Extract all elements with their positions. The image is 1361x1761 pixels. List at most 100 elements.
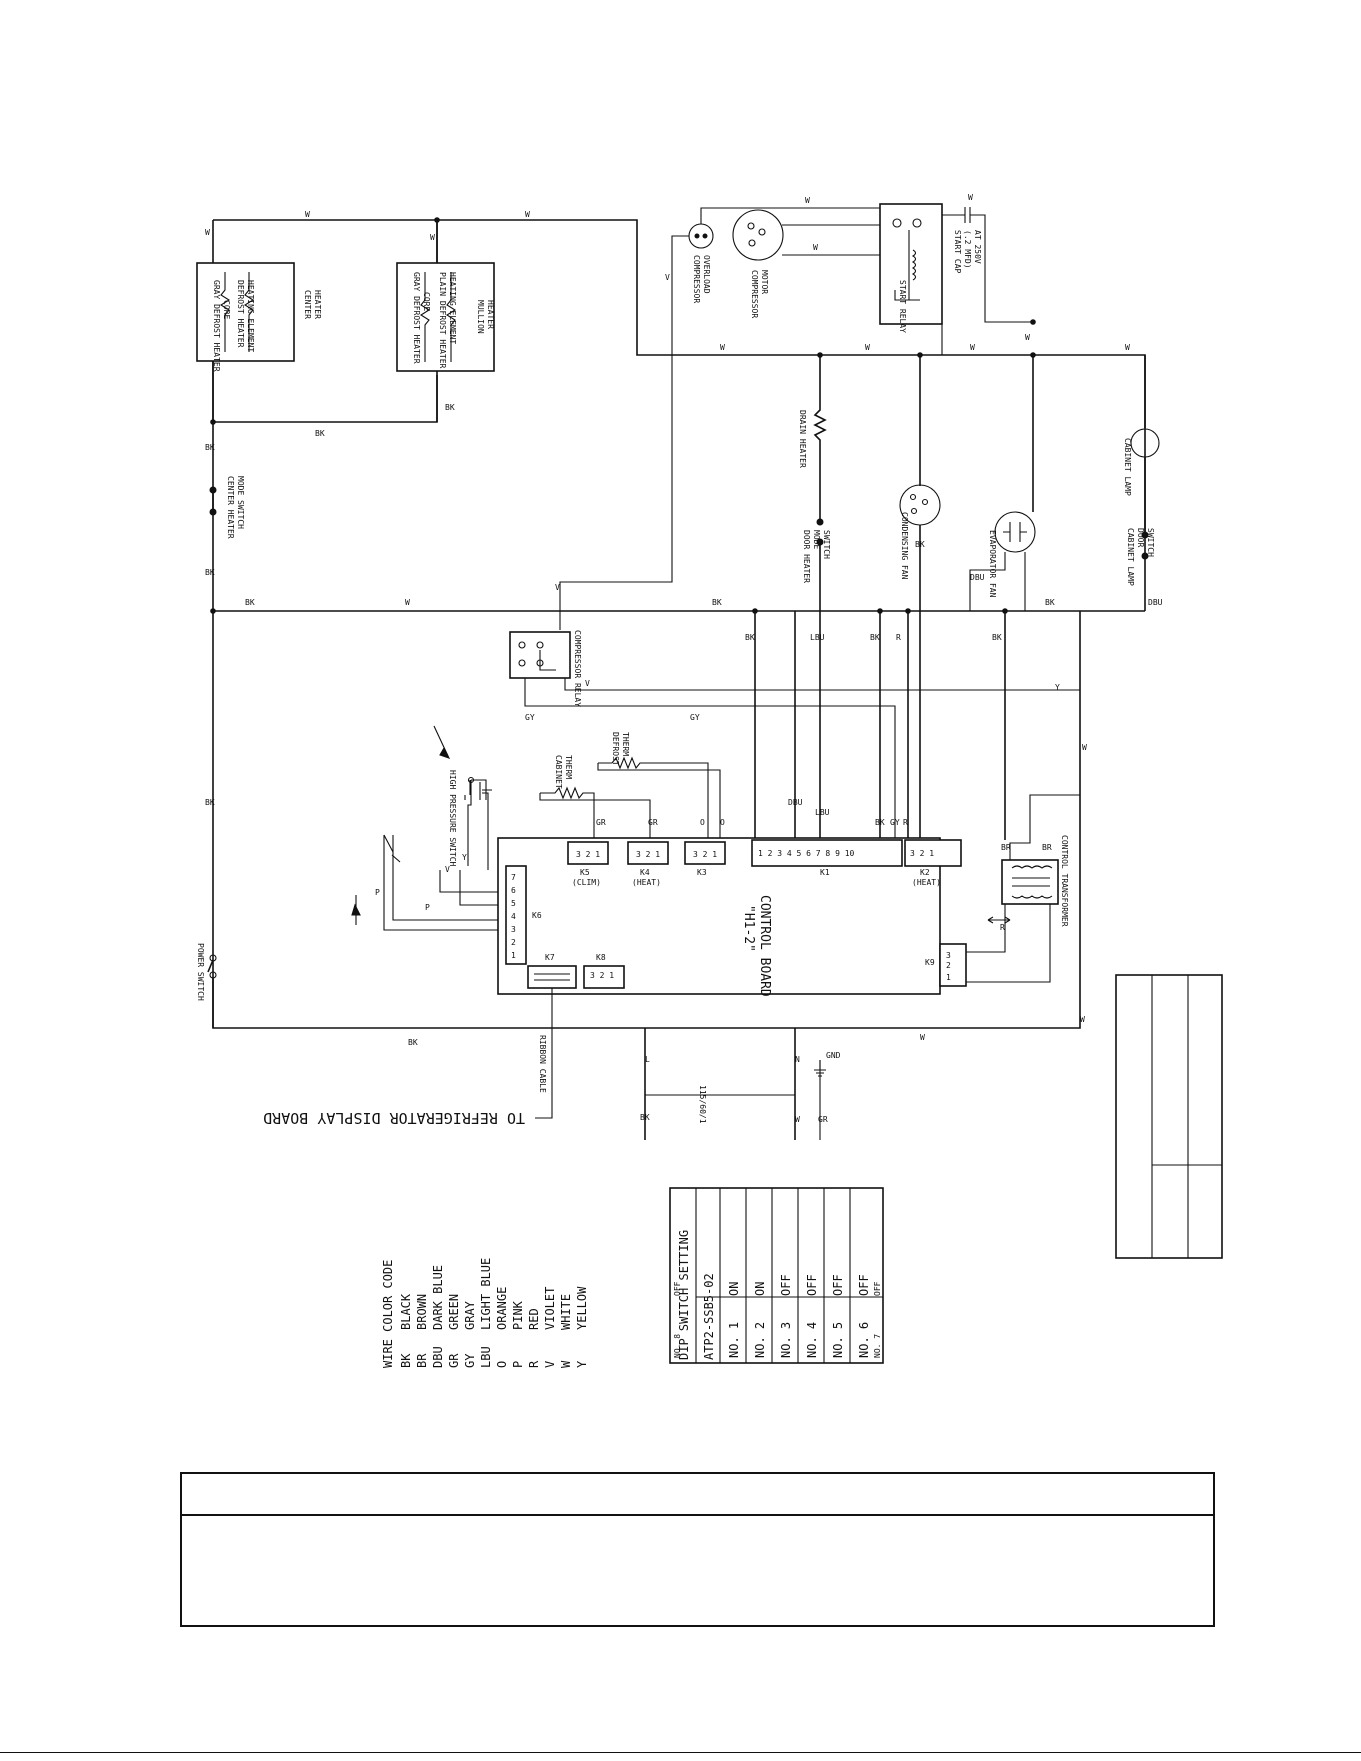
svg-text:W: W (813, 243, 818, 252)
svg-text:DBU: DBU (970, 573, 985, 582)
condensing-fan-label: CONDENSING FAN (900, 512, 909, 580)
compressor-relay: COMPRESSOR RELAY (509, 630, 1080, 840)
k8-label: K8 (596, 953, 606, 962)
start-relay-box (879, 203, 943, 325)
center-heater-mode-switch: CENTER HEATER MODE SWITCH (209, 476, 245, 539)
k3-label: K3 (697, 868, 707, 877)
svg-text:V: V (555, 583, 560, 592)
svg-text:W: W (970, 343, 975, 352)
evaporator-fan-label: EVAPORATOR FAN (988, 530, 997, 598)
svg-text:W: W (525, 210, 530, 219)
heater-bottom-label: DEFROST HEATER (236, 280, 245, 348)
svg-text:NO. 8: NO. 8 (673, 1334, 682, 1358)
connector-k3 (684, 841, 726, 865)
svg-text:P: P (511, 1361, 525, 1368)
svg-text:DBU: DBU (1148, 598, 1163, 607)
freezer-heater-bottom: PLAIN DEFROST HEATER (438, 272, 447, 369)
drain-heater-label: DRAIN HEATER (798, 410, 807, 468)
svg-text:W: W (559, 1360, 573, 1368)
control-board-line2: CONTROL BOARD (757, 895, 772, 997)
svg-text:OFF: OFF (831, 1274, 845, 1296)
freezer-heater-name2: HEATER (486, 300, 495, 329)
wire-color-code-title: WIRE COLOR CODE (381, 1260, 395, 1368)
start-cap-line2: (.2 MFD) (963, 230, 972, 269)
freezer-defrost-heaters: GRAY DEFROST HEATER CORE PLAIN DEFROST H… (396, 262, 495, 372)
svg-text:GR: GR (818, 1115, 828, 1124)
ribbon-cable: RIBBON CABLE TO REFRIGERATOR DISPLAY BOA… (263, 988, 553, 1127)
svg-text:ORANGE: ORANGE (495, 1287, 509, 1330)
svg-text:LIGHT BLUE: LIGHT BLUE (479, 1258, 493, 1330)
svg-text:OFF: OFF (779, 1274, 793, 1296)
svg-text:W: W (205, 228, 210, 237)
svg-text:2: 2 (511, 938, 516, 947)
freezer-heater-top: GRAY DEFROST HEATER (412, 272, 421, 364)
svg-text:P: P (425, 903, 430, 912)
connector-k9 (939, 943, 967, 987)
heater-bottom-sub: HEATING ELEMENT (246, 280, 255, 352)
svg-text:R: R (1000, 923, 1005, 932)
compressor-motor-line2: MOTOR (760, 270, 769, 294)
connector-k8 (583, 965, 625, 989)
svg-text:YELLOW: YELLOW (575, 1286, 589, 1330)
svg-text:RED: RED (527, 1308, 541, 1330)
cabinet-therm-line2: THERM (564, 755, 573, 779)
svg-text:PINK: PINK (511, 1300, 525, 1330)
svg-text:OFF: OFF (673, 1281, 682, 1296)
svg-text:W: W (305, 210, 310, 219)
cabinet-therm: CABINET THERM (539, 755, 651, 840)
svg-text:GY: GY (890, 818, 900, 827)
svg-text:4: 4 (511, 912, 516, 921)
svg-text:NO. 1: NO. 1 (727, 1322, 741, 1358)
svg-text:NO. 7: NO. 7 (873, 1334, 882, 1358)
k6-feed-wires (351, 834, 508, 931)
svg-text:BK: BK (640, 1113, 650, 1122)
high-pressure-switch: HIGH PRESSURE SWITCH (433, 725, 492, 870)
wire-tags: W W W W BK BK BK BK BK W BK BK DBU BK BK… (205, 193, 1163, 1124)
svg-text:GR: GR (447, 1353, 461, 1368)
svg-text:LBU: LBU (810, 633, 825, 642)
cabinet-lamp-switch-line2: DOOR (1136, 528, 1145, 547)
center-heater-switch-line2: MODE SWITCH (236, 476, 245, 529)
svg-text:BROWN: BROWN (415, 1294, 429, 1330)
k1-label: K1 (820, 868, 830, 877)
svg-text:R: R (527, 1360, 541, 1368)
svg-text:GRAY: GRAY (463, 1300, 477, 1330)
svg-text:NO. 5: NO. 5 (831, 1322, 845, 1358)
svg-text:W: W (405, 598, 410, 607)
door-heater-switch-line3: SWITCH (822, 530, 831, 559)
svg-text:1: 1 (946, 973, 951, 982)
right-loads: DRAIN HEATER DOOR HEATER MODE SWITCH CON… (210, 217, 1160, 840)
center-heater-switch-line1: CENTER HEATER (226, 476, 235, 539)
control-transformer-label: CONTROL TRANSFORMER (1060, 835, 1069, 927)
svg-text:BR: BR (1001, 843, 1011, 852)
bus-wires (212, 219, 1146, 1029)
svg-text:GY: GY (690, 713, 700, 722)
svg-text:GREEN: GREEN (447, 1294, 461, 1330)
title-box (180, 1472, 1215, 1627)
svg-text:BK: BK (875, 818, 885, 827)
svg-text:Y: Y (1055, 683, 1060, 692)
high-pressure-switch-label: HIGH PRESSURE SWITCH (448, 770, 457, 867)
svg-text:5: 5 (511, 899, 516, 908)
svg-text:BK: BK (915, 540, 925, 549)
svg-text:BK: BK (712, 598, 722, 607)
compressor-overload-line1: COMPRESSOR (692, 255, 701, 303)
svg-text:GY: GY (463, 1353, 477, 1368)
svg-text:W: W (720, 343, 725, 352)
supply-l: L (645, 1055, 650, 1064)
svg-text:3: 3 (946, 951, 951, 960)
svg-text:3 2 1: 3 2 1 (910, 849, 934, 858)
svg-text:V: V (445, 865, 450, 874)
supply-gnd: GND (826, 1051, 841, 1060)
svg-text:V: V (665, 273, 670, 282)
connector-k4 (627, 841, 669, 865)
start-cap-line3: AT 250V (973, 230, 982, 264)
svg-text:7: 7 (511, 873, 516, 882)
dip-switch-subtitle: ATP2-SSB5-02 (702, 1273, 716, 1360)
defrost-therm: DEFROST THERM (597, 732, 721, 840)
start-cap-line1: START CAP (953, 230, 962, 274)
